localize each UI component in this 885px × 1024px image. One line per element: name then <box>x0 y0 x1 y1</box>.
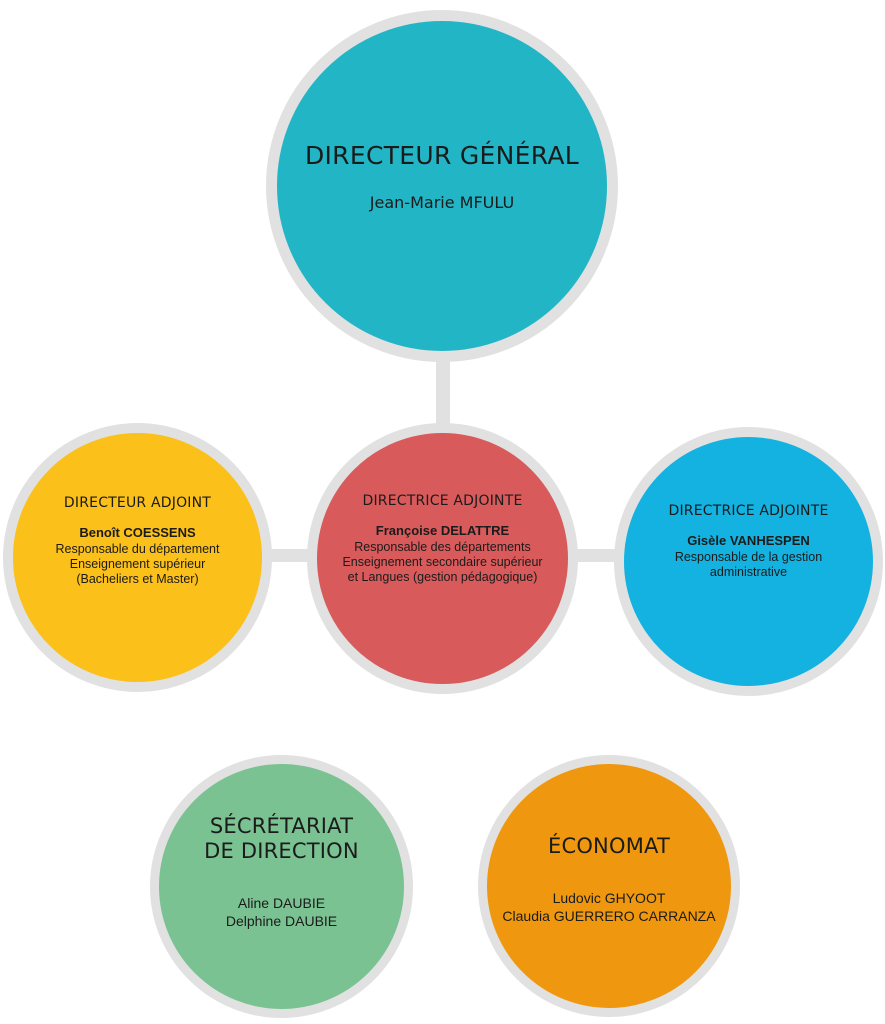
node-title: DIRECTEUR GÉNÉRAL <box>304 141 580 170</box>
node-title: DIRECTEUR ADJOINT <box>63 495 212 511</box>
node-description: Responsable du département Enseignement … <box>55 542 220 586</box>
node-title: ÉCONOMAT <box>548 834 670 858</box>
node-directeur-adjoint: DIRECTEUR ADJOINT Benoît COESSENS Respon… <box>3 423 272 692</box>
node-directrice-adjointe-vanhespen: DIRECTRICE ADJOINTE Gisèle VANHESPEN Res… <box>614 427 883 696</box>
node-names: Aline DAUBIE Delphine DAUBIE <box>225 895 338 929</box>
node-title: DIRECTRICE ADJOINTE <box>362 493 523 509</box>
node-name: Jean-Marie MFULU <box>369 193 515 212</box>
connector-vertical <box>436 360 450 435</box>
node-economat: ÉCONOMAT Ludovic GHYOOT Claudia GUERRERO… <box>478 755 740 1017</box>
node-description: Responsable des départements Enseignemen… <box>342 540 543 584</box>
node-description: Responsable de la gestion administrative <box>674 550 823 579</box>
node-directeur-general: DIRECTEUR GÉNÉRAL Jean-Marie MFULU <box>266 10 618 362</box>
node-name: Benoît COESSENS <box>79 525 196 540</box>
node-name: Gisèle VANHESPEN <box>687 533 810 548</box>
node-names: Ludovic GHYOOT Claudia GUERRERO CARRANZA <box>502 890 716 924</box>
node-title: DIRECTRICE ADJOINTE <box>668 503 829 519</box>
node-secretariat: SÉCRÉTARIAT DE DIRECTION Aline DAUBIE De… <box>150 755 413 1018</box>
node-name: Françoise DELATTRE <box>375 523 510 538</box>
node-directrice-adjointe-delattre: DIRECTRICE ADJOINTE Françoise DELATTRE R… <box>307 423 578 694</box>
node-title: SÉCRÉTARIAT DE DIRECTION <box>204 814 359 863</box>
